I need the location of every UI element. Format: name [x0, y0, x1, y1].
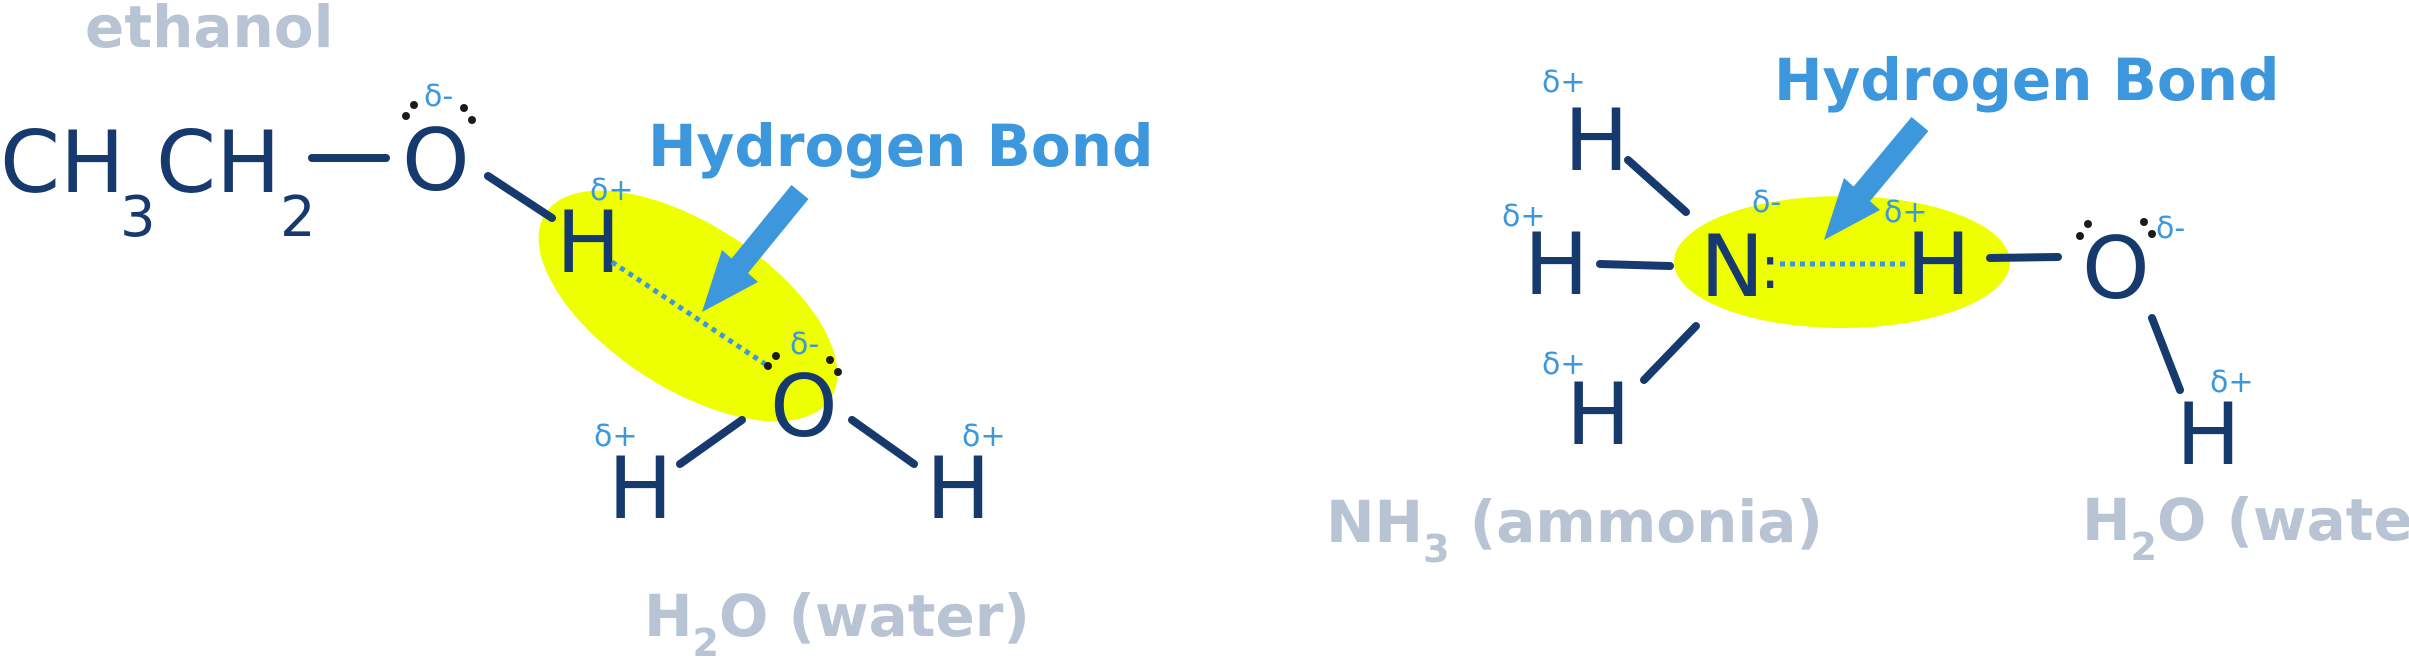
caption-h: H — [2082, 486, 2131, 554]
caption-rest: O (water) — [2157, 486, 2409, 554]
bond-n-h-bottom — [1640, 322, 1700, 384]
ethanol-subscript-3: 3 — [120, 185, 156, 250]
panel-ethanol-water: ethanol CH 3 CH 2 O δ- H δ+ O δ- H δ+ H — [0, 0, 1154, 660]
bond-water-h-o — [1986, 253, 2062, 262]
caption-h: H — [644, 582, 693, 650]
callout-arrow-shaft-right — [1851, 116, 1929, 204]
delta-plus-ammonia-h-left: δ+ — [1502, 199, 1546, 234]
ethanol-subscript-2: 2 — [280, 185, 316, 250]
ammonia-hydrogen-left: H — [1524, 215, 1589, 315]
bond-water-o-h-left — [676, 416, 746, 468]
caption-subscript-2: 2 — [693, 621, 719, 660]
delta-minus-water-o-right: δ- — [2156, 211, 2185, 246]
caption-rest: (ammonia) — [1450, 488, 1823, 556]
bond-n-h-left — [1596, 260, 1674, 270]
lone-pair-dot — [2076, 232, 2084, 240]
lone-pair-dot — [402, 112, 410, 120]
water-hydrogen-left: H — [608, 439, 673, 539]
lone-pair-dot — [410, 101, 418, 109]
ethanol-label: ethanol — [85, 0, 334, 61]
callout-arrow-icon — [1824, 178, 1880, 240]
ethanol-ch3-text: CH — [0, 113, 125, 213]
ammonia-hydrogen-top: H — [1564, 91, 1629, 191]
lone-pair-dot — [460, 104, 468, 112]
delta-plus-ammonia-h-top: δ+ — [1542, 65, 1586, 100]
hydrogen-bond-callout: Hydrogen Bond — [648, 112, 1154, 180]
delta-minus-water-o: δ- — [790, 327, 819, 362]
callout-arrow-shaft — [729, 185, 809, 275]
bond-water-o-h2 — [2148, 314, 2184, 394]
lone-pair-dot — [826, 356, 834, 364]
caption-rest: O (water) — [719, 582, 1030, 650]
delta-plus-water-h-bonded: δ+ — [1884, 195, 1928, 230]
water-hydrogen-right2: H — [2176, 385, 2241, 485]
ammonia-nitrogen: N — [1700, 217, 1764, 317]
water-hydrogen-bonded: H — [1906, 215, 1971, 315]
ethanol-hydrogen: H — [556, 193, 621, 293]
delta-plus-water-h-left: δ+ — [594, 419, 638, 454]
hydrogen-bond-line — [610, 259, 770, 369]
delta-plus-water-h2: δ+ — [2210, 365, 2254, 400]
lone-pair-dot — [772, 352, 780, 360]
delta-plus-water-h-right: δ+ — [962, 419, 1006, 454]
panel-ammonia-water: H δ+ H δ+ H δ+ N : δ- H δ+ O δ- H δ+ Hyd… — [1326, 46, 2409, 571]
water-oxygen-right: O — [2082, 219, 2150, 319]
water-caption-right: H2O (water) — [2082, 486, 2409, 569]
caption-subscript-2: 2 — [2131, 525, 2157, 569]
delta-plus-ammonia-h-bottom: δ+ — [1542, 347, 1586, 382]
delta-minus-ethanol-o: δ- — [424, 79, 453, 114]
ammonia-hydrogen-bottom: H — [1566, 365, 1631, 465]
nitrogen-lone-pair: : — [1760, 233, 1780, 303]
bond-n-h-top — [1624, 156, 1690, 216]
water-hydrogen-right: H — [926, 439, 991, 539]
lone-pair-dot — [834, 368, 842, 376]
water-oxygen: O — [770, 357, 838, 457]
bond-water-o-h-right — [848, 416, 918, 468]
delta-plus-ethanol-h: δ+ — [590, 173, 634, 208]
lone-pair-dot — [764, 362, 772, 370]
bond-o-h-ethanol — [484, 172, 556, 222]
lone-pair-dot — [468, 116, 476, 124]
lone-pair-dot — [2148, 230, 2156, 238]
callout-arrow-icon — [702, 250, 758, 312]
delta-minus-ammonia-n: δ- — [1752, 185, 1781, 220]
ammonia-caption: NH3 (ammonia) — [1326, 488, 1823, 571]
lone-pair-dot — [2140, 218, 2148, 226]
ethanol-oxygen: O — [402, 111, 470, 211]
ethanol-ch2-text: CH — [156, 113, 281, 213]
water-caption-left: H2O (water) — [644, 582, 1030, 660]
hydrogen-bond-callout-right: Hydrogen Bond — [1774, 46, 2280, 114]
caption-subscript-3: 3 — [1423, 527, 1449, 571]
caption-nh: NH — [1326, 488, 1423, 556]
lone-pair-dot — [2084, 220, 2092, 228]
